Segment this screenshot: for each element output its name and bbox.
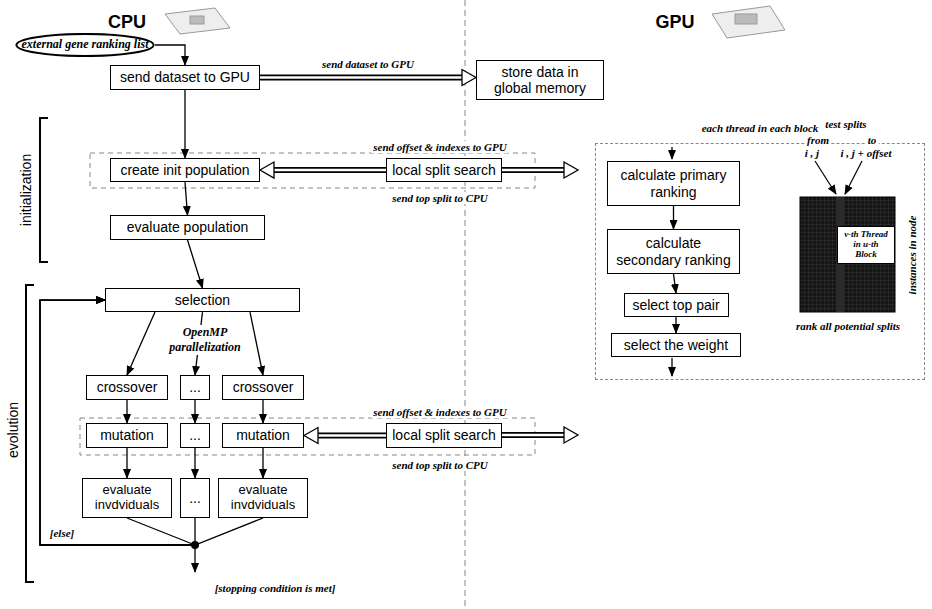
flow-arrow	[185, 182, 188, 215]
gpu-icon	[712, 6, 785, 38]
process-box: store data in global memory	[476, 60, 604, 100]
process-box: send dataset to GPU	[110, 65, 260, 90]
box-text: selection	[171, 292, 234, 308]
hollow-arrow	[260, 162, 386, 178]
label-text: OpenMP parallelization	[158, 325, 252, 355]
process-box: select the weight	[611, 333, 741, 357]
edge-label: send dataset to GPU	[320, 58, 416, 70]
exit-arrow	[194, 545, 195, 572]
box-text: ...	[185, 490, 205, 506]
label-text: to	[866, 134, 879, 146]
process-box: ...	[180, 375, 210, 400]
flow-arrow	[127, 448, 128, 478]
group-box: each thread in each blockcalculate prima…	[595, 143, 925, 380]
entry-arrow	[671, 147, 672, 159]
label-text: send offset & indexes to GPU	[371, 141, 508, 153]
label-text: [stopping condition is met]	[213, 582, 338, 594]
bracket	[40, 118, 48, 262]
flow-arrow	[127, 400, 128, 423]
box-text: mutation	[232, 427, 294, 443]
box-text: v-th Thread in u-th Block	[838, 230, 894, 260]
process-box: mutation	[86, 423, 168, 448]
label-text: i , j + offset	[839, 147, 894, 159]
label-text: CPU	[108, 12, 146, 33]
box-text: ...	[185, 427, 205, 443]
exit-arrow	[671, 358, 672, 376]
process-box: evaluate invdviduals	[82, 478, 172, 518]
box-text: evaluate population	[123, 219, 252, 235]
label-text: evolution	[5, 402, 21, 458]
label-text: test splits	[823, 118, 868, 130]
box-text: crossover	[229, 379, 298, 395]
thread-cell: v-th Thread in u-th Block	[837, 226, 895, 264]
process-box: evaluate invdviduals	[218, 478, 308, 518]
process-box: ...	[180, 423, 210, 448]
box-text: select top pair	[628, 297, 723, 313]
group-heading: each thread in each block	[596, 122, 924, 135]
process-box: selection	[105, 288, 300, 312]
leader-line	[845, 161, 862, 194]
dashed-region	[80, 418, 535, 455]
cpu-icon	[165, 8, 230, 34]
dashed-region	[90, 153, 535, 188]
box-text: select the weight	[620, 337, 732, 353]
label-text: from	[805, 134, 831, 146]
label-text: [else]	[48, 527, 76, 539]
process-box: crossover	[86, 375, 168, 400]
process-box: ...	[180, 478, 210, 518]
flow-arrow	[127, 312, 155, 375]
flow-arrow	[676, 317, 677, 333]
process-box: mutation	[222, 423, 304, 448]
label-text: send top split to CPU	[390, 192, 489, 204]
process-box: calculate primary ranking	[607, 161, 740, 206]
ellipse-node: external gene ranking list	[15, 33, 155, 57]
flow-arrow	[263, 448, 264, 478]
process-box: calculate secondary ranking	[607, 229, 740, 274]
label-text: i , j	[803, 147, 821, 159]
label-text: send top split to CPU	[390, 459, 489, 471]
flow-arrow	[263, 400, 264, 423]
process-box: select top pair	[624, 293, 729, 317]
label-text: instances in node	[906, 216, 918, 295]
process-box: create init population	[110, 158, 260, 182]
box-text: evaluate invdviduals	[219, 483, 307, 513]
box-text: evaluate invdviduals	[83, 483, 171, 513]
hollow-arrow	[500, 162, 578, 443]
label-text: rank all potential splits	[794, 320, 902, 332]
label-text: send offset & indexes to GPU	[371, 406, 508, 418]
flow-arrow	[185, 90, 186, 158]
box-text: mutation	[96, 427, 158, 443]
leader-line	[815, 161, 836, 194]
process-box: evaluate population	[110, 215, 265, 240]
box-text: calculate secondary ranking	[608, 235, 739, 267]
process-box: local split search	[386, 423, 502, 448]
flow-arrow	[195, 448, 196, 478]
box-text: local split search	[388, 162, 500, 178]
label-text: GPU	[655, 12, 694, 33]
label-text: initialization	[18, 154, 34, 226]
box-text: store data in global memory	[477, 64, 603, 96]
box-text: calculate primary ranking	[608, 167, 739, 199]
hollow-arrow	[304, 428, 386, 444]
process-box: crossover	[222, 375, 304, 400]
flow-arrow	[674, 274, 677, 293]
flow-arrow	[673, 206, 674, 229]
box-text: ...	[185, 379, 205, 395]
flow-arrow	[195, 400, 196, 423]
box-text: create init population	[116, 162, 253, 178]
box-text: external gene ranking list	[17, 38, 152, 52]
thread-grid	[800, 197, 895, 312]
hollow-arrow	[260, 70, 476, 86]
divider	[465, 0, 466, 609]
box-text: local split search	[388, 427, 500, 443]
box-text: send dataset to GPU	[116, 69, 254, 85]
bracket	[26, 285, 34, 582]
box-text: crossover	[93, 379, 162, 395]
flow-arrow	[188, 240, 203, 288]
process-box: local split search	[386, 158, 502, 182]
flow-arrow	[155, 45, 185, 65]
